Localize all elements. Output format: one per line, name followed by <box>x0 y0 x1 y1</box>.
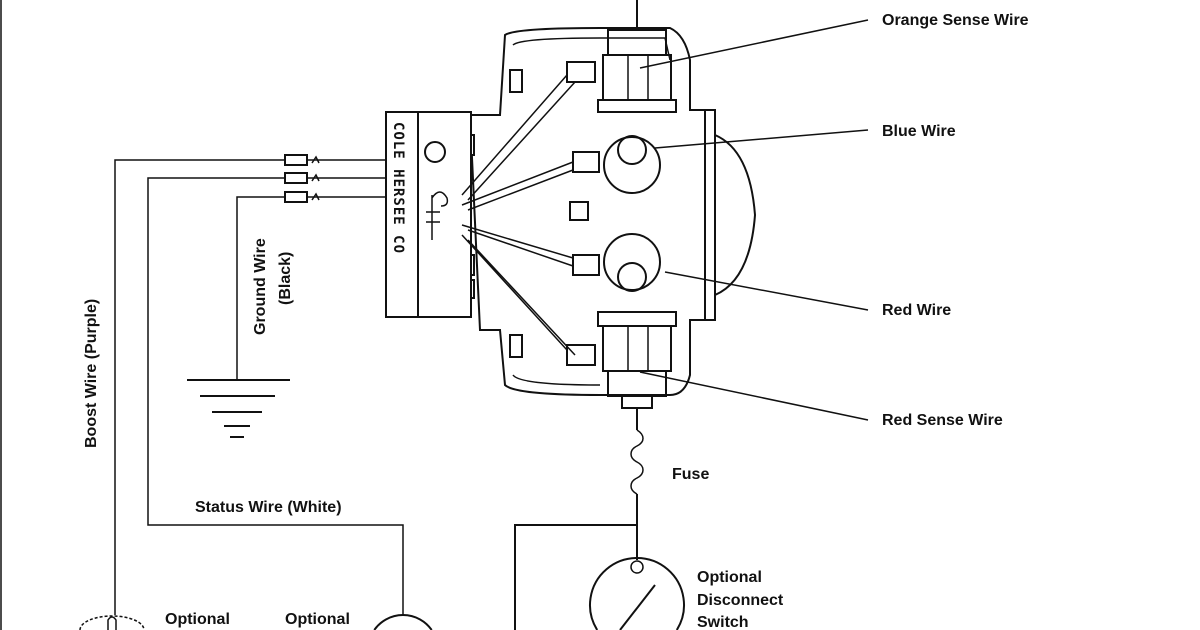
red-sense-wire-label: Red Sense Wire <box>882 412 1003 429</box>
status-wire <box>147 177 404 615</box>
disconnect-label-3: Switch <box>697 614 749 630</box>
bottom-devices <box>79 614 433 630</box>
blue-wire-label: Blue Wire <box>882 123 956 140</box>
bottom-left-label-2: Optional <box>285 611 350 628</box>
disconnect-switch <box>589 557 685 630</box>
disconnect-label-1: Optional <box>697 569 762 586</box>
brand-label: COLE HERSEE CO <box>390 122 406 254</box>
red-wire-label: Red Wire <box>882 302 951 319</box>
leader-lines <box>639 19 869 421</box>
ground-wire <box>187 196 290 438</box>
boost-wire-label: Boost Wire (Purple) <box>83 299 100 448</box>
fuse-label: Fuse <box>672 466 709 483</box>
bottom-left-label-1: Optional <box>165 611 230 628</box>
ground-wire-color-label: (Black) <box>277 252 294 305</box>
boost-wire <box>114 159 285 615</box>
status-wire-label: Status Wire (White) <box>195 499 342 516</box>
solenoid: COLE HERSEE CO <box>385 0 757 409</box>
orange-sense-wire-label: Orange Sense Wire <box>882 12 1029 29</box>
pigtail-connectors <box>284 154 388 203</box>
fuse <box>514 408 644 630</box>
disconnect-label-2: Disconnect <box>697 592 784 609</box>
ground-wire-label: Ground Wire <box>252 238 269 335</box>
